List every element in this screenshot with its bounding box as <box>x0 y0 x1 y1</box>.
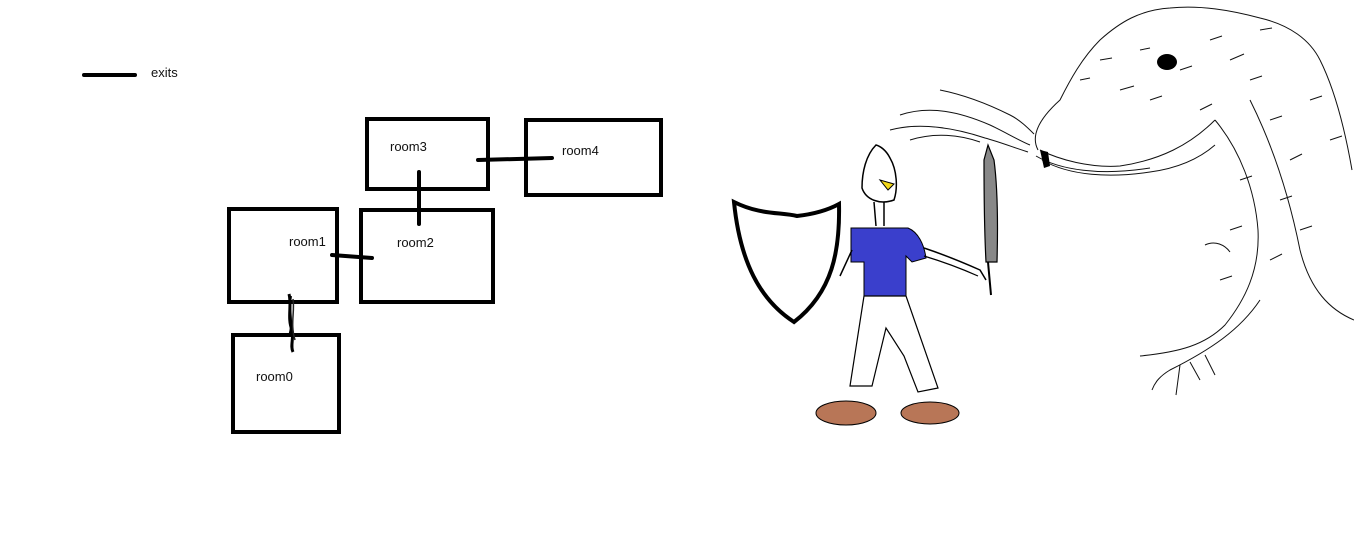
legend-exit-line <box>82 73 137 77</box>
room-label-room0: room0 <box>256 369 293 384</box>
room-box-room3 <box>365 117 490 191</box>
room-label-room2: room2 <box>397 235 434 250</box>
exit-room0-room1 <box>287 293 296 353</box>
trousers <box>849 295 939 393</box>
sword-icon <box>983 143 999 263</box>
legend-label: exits <box>151 65 178 80</box>
room-label-room4: room4 <box>562 143 599 158</box>
exit-room3-room4 <box>476 156 554 162</box>
room-label-room1: room1 <box>289 234 326 249</box>
dragon-eye <box>1157 54 1177 70</box>
shield-icon <box>731 198 842 325</box>
room-box-room0 <box>231 333 341 434</box>
room-label-room3: room3 <box>390 139 427 154</box>
right-shoe <box>900 401 960 425</box>
exit-room1-room2 <box>330 253 374 260</box>
left-shoe <box>815 400 877 426</box>
